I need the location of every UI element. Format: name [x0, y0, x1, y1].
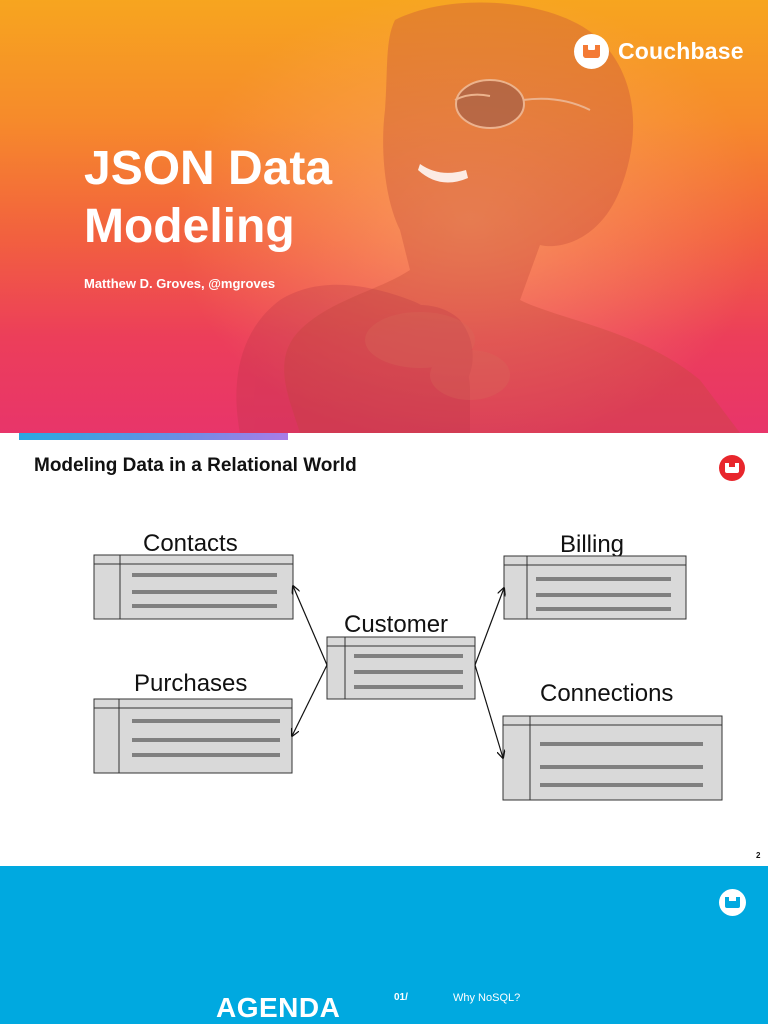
- couchbase-couch-icon: [574, 34, 609, 69]
- arrow-customer-contacts: [293, 586, 328, 666]
- table-billing: Billing: [503, 531, 687, 620]
- table-customer: Customer: [326, 611, 476, 700]
- accent-bar: [19, 433, 288, 440]
- table-contacts: Contacts: [93, 530, 294, 620]
- background-photo: [236, 2, 740, 433]
- slide-title: JSON Data Modeling: [84, 142, 333, 253]
- couchbase-logo: Couchbase: [574, 34, 744, 69]
- agenda-heading: AGENDA: [216, 992, 341, 1023]
- relationship-arrows: [292, 586, 504, 758]
- title-slide: Couchbase JSON Data Modeling Matthew D. …: [0, 0, 768, 433]
- table-label-connections: Connections: [540, 680, 673, 707]
- table-connections: Connections: [502, 680, 723, 801]
- relational-slide: Modeling Data in a Relational World Cont…: [0, 433, 768, 866]
- arrow-customer-billing: [474, 588, 504, 666]
- author-line: Matthew D. Groves, @mgroves: [84, 276, 276, 291]
- agenda-item-label: Why NoSQL?: [453, 992, 521, 1004]
- agenda-slide: AGENDA 01/ Why NoSQL?: [0, 866, 768, 1024]
- table-label-contacts: Contacts: [143, 530, 238, 557]
- table-label-purchases: Purchases: [134, 670, 247, 697]
- brand-name: Couchbase: [618, 38, 744, 64]
- table-purchases: Purchases: [93, 670, 293, 774]
- slide-title: Modeling Data in a Relational World: [34, 455, 357, 476]
- arrow-customer-connections: [474, 664, 503, 758]
- agenda-item-number: 01/: [394, 992, 408, 1003]
- couchbase-logo-icon: [719, 455, 745, 481]
- couchbase-logo-icon: [719, 889, 746, 916]
- relational-diagram: Contacts Purchases Customer: [93, 530, 723, 801]
- table-label-billing: Billing: [560, 531, 624, 558]
- page-number: 2: [756, 851, 761, 860]
- table-label-customer: Customer: [344, 611, 448, 638]
- arrow-customer-purchases: [292, 664, 328, 736]
